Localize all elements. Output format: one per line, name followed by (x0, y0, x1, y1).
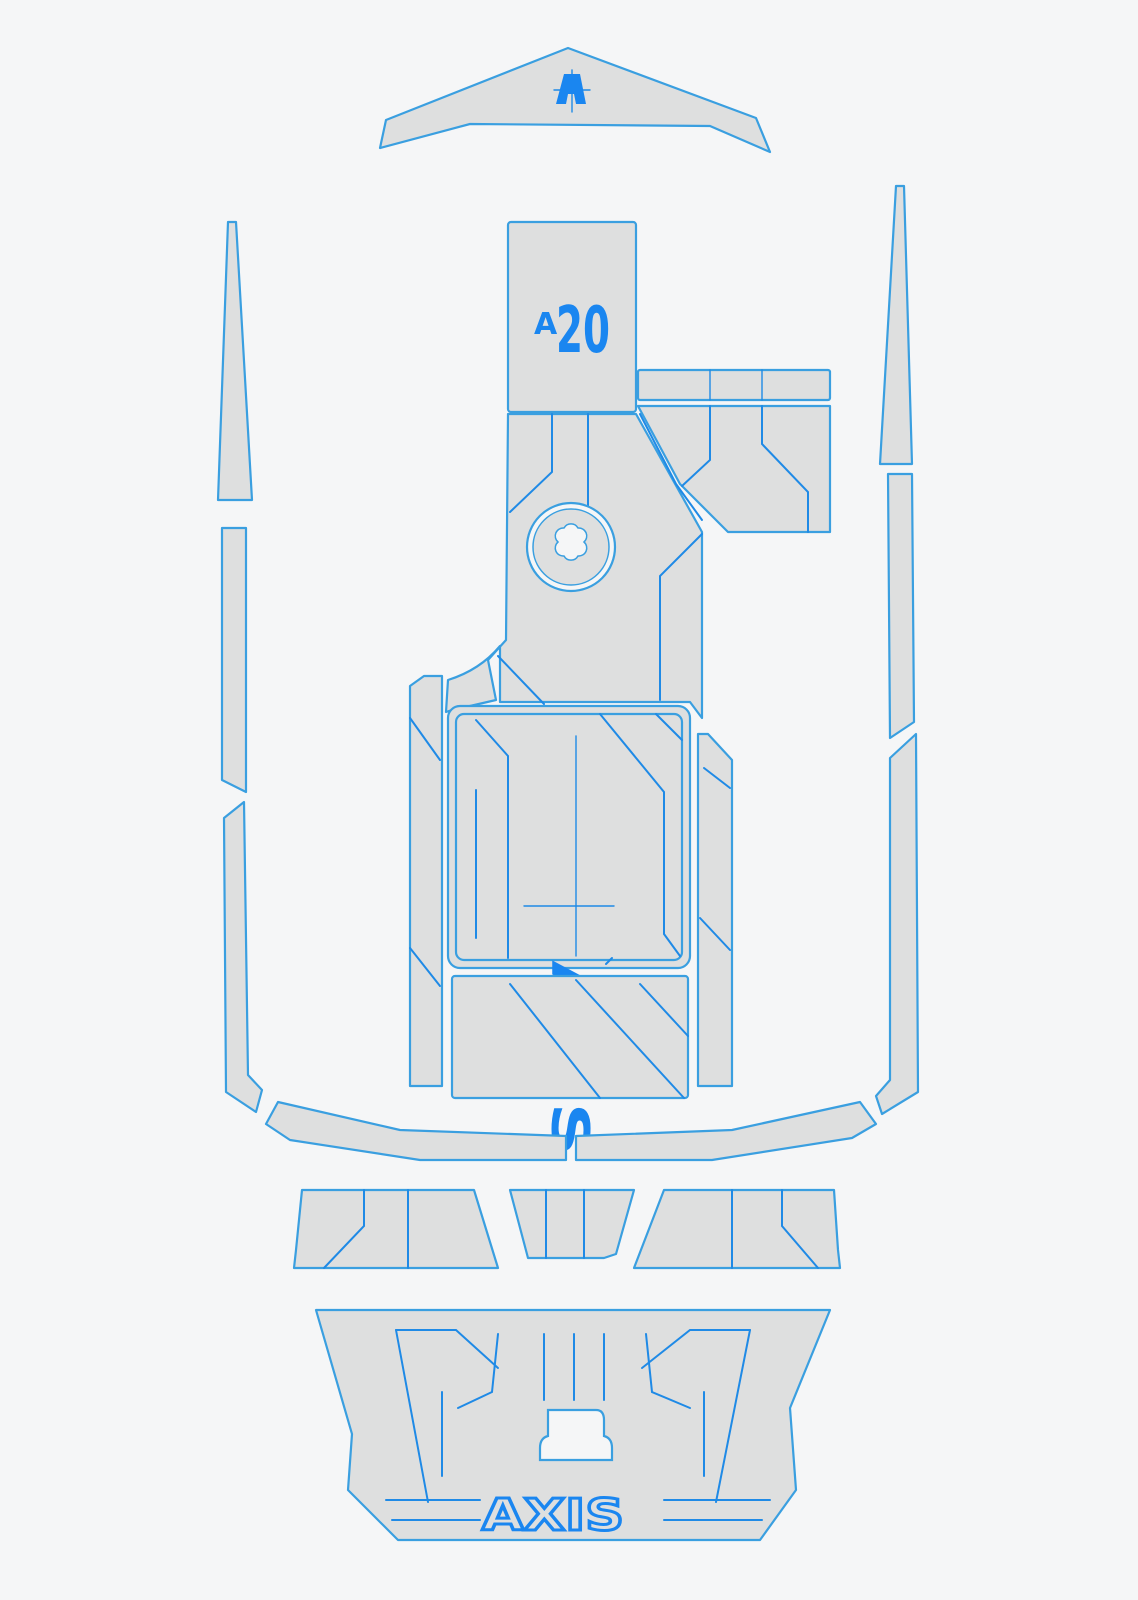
right-rail-rear (874, 732, 920, 1116)
center-floor-pad (444, 412, 704, 720)
bow-logo-icon (553, 69, 591, 113)
left-rail-front (216, 220, 254, 502)
left-rail-pads (216, 220, 264, 1114)
ladder-cutout-icon (538, 1408, 614, 1462)
helm-panel: A 20 (506, 220, 638, 414)
left-rail-rear (222, 800, 264, 1114)
svg-text:A: A (534, 307, 558, 342)
bow-pad (378, 46, 772, 154)
left-rail-mid (220, 526, 248, 794)
cockpit-right-side-pad (696, 732, 734, 1088)
cockpit-main-pad: AXIS (446, 704, 692, 1156)
model-logo: A 20 (534, 294, 610, 368)
right-rail-pads (874, 184, 920, 1116)
cockpit-left-side-pad (408, 674, 444, 1088)
right-rail-mid (886, 472, 916, 740)
right-rail-front (878, 184, 914, 466)
svg-text:AXIS: AXIS (482, 1490, 624, 1541)
side-storage-lid-pad (636, 404, 832, 534)
transom-right-step-pad (574, 1100, 878, 1162)
side-storage-top-pad (636, 368, 832, 402)
cupholder-cutout-icon (525, 501, 617, 593)
platform-right-pad (632, 1188, 842, 1270)
axis-bottom-logo-icon: AXIS (481, 1489, 626, 1543)
platform-center-pad (508, 1188, 636, 1260)
platform-left-pad (292, 1188, 500, 1270)
svg-text:20: 20 (556, 294, 610, 368)
swim-platform-pad: AXIS (314, 1308, 832, 1543)
transom-left-step-pad (264, 1100, 568, 1162)
cockpit-rear-pad (450, 974, 690, 1100)
